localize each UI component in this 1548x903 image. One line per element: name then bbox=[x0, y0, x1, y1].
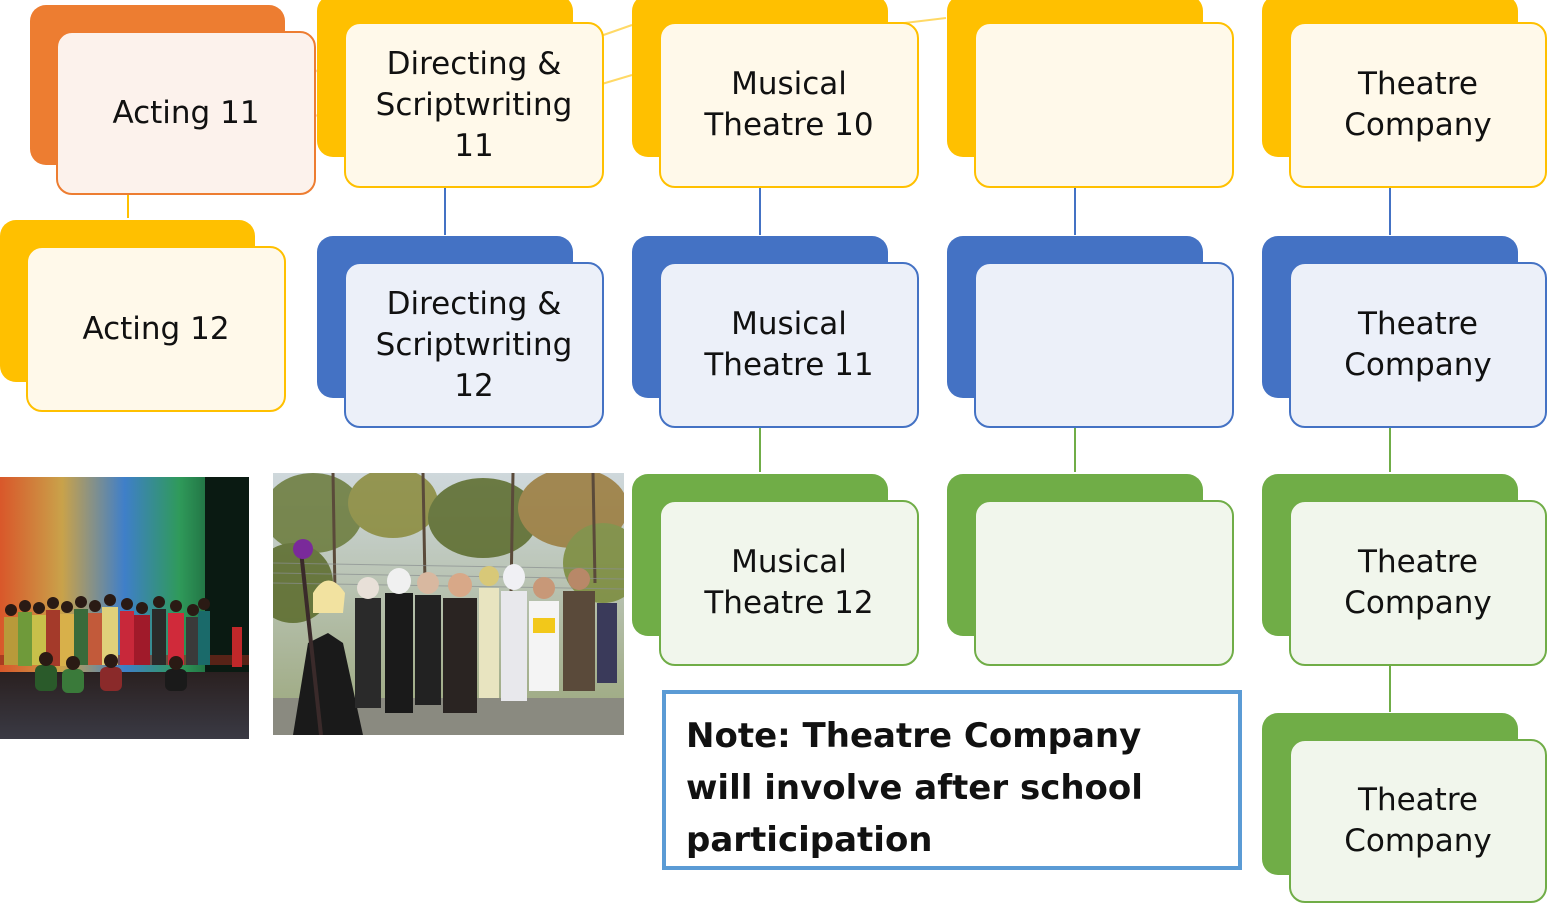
node-theatre-company-3: Theatre Company bbox=[1262, 474, 1547, 666]
node-label: Musical Theatre 10 bbox=[704, 66, 874, 143]
node-musical-theatre-10: Musical Theatre 10 bbox=[632, 0, 919, 188]
node-directing-12: Directing & Scriptwriting 12 bbox=[317, 236, 604, 428]
node-theatre-company-1: Theatre Company bbox=[1262, 0, 1547, 188]
node-label: Directing & Scriptwriting 12 bbox=[375, 285, 573, 404]
node-label: Acting 11 bbox=[112, 94, 260, 131]
node-musical-theatre-12: Musical Theatre 12 bbox=[632, 474, 919, 666]
note-text: Note: Theatre Company will involve after… bbox=[686, 716, 1143, 860]
node-directing-11: Directing & Scriptwriting 11 bbox=[317, 0, 604, 188]
stage-cast-image bbox=[0, 477, 249, 739]
node-label: Theatre Company bbox=[1344, 782, 1492, 859]
note-box: Note: Theatre Company will involve after… bbox=[662, 690, 1242, 870]
node-acting-12: Acting 12 bbox=[0, 220, 286, 412]
node-theatre-company-4: Theatre Company bbox=[1262, 713, 1547, 903]
node-label: Theatre Company bbox=[1344, 306, 1492, 383]
node-label: Directing & Scriptwriting 11 bbox=[375, 45, 573, 164]
node-blank-2 bbox=[947, 236, 1234, 428]
costume-group-photo bbox=[273, 473, 624, 735]
node-musical-theatre-11: Musical Theatre 11 bbox=[632, 236, 919, 428]
node-label: Theatre Company bbox=[1344, 544, 1492, 621]
node-blank-1 bbox=[947, 0, 1234, 188]
node-blank-3 bbox=[947, 474, 1234, 666]
node-acting-11: Acting 11 bbox=[30, 5, 316, 195]
node-label: Theatre Company bbox=[1344, 66, 1492, 143]
node-label: Acting 12 bbox=[82, 310, 230, 347]
stage-cast-photo bbox=[0, 477, 249, 739]
node-label: Musical Theatre 12 bbox=[704, 544, 874, 621]
node-label: Musical Theatre 11 bbox=[704, 306, 874, 383]
costume-group-image bbox=[273, 473, 624, 735]
node-theatre-company-2: Theatre Company bbox=[1262, 236, 1547, 428]
